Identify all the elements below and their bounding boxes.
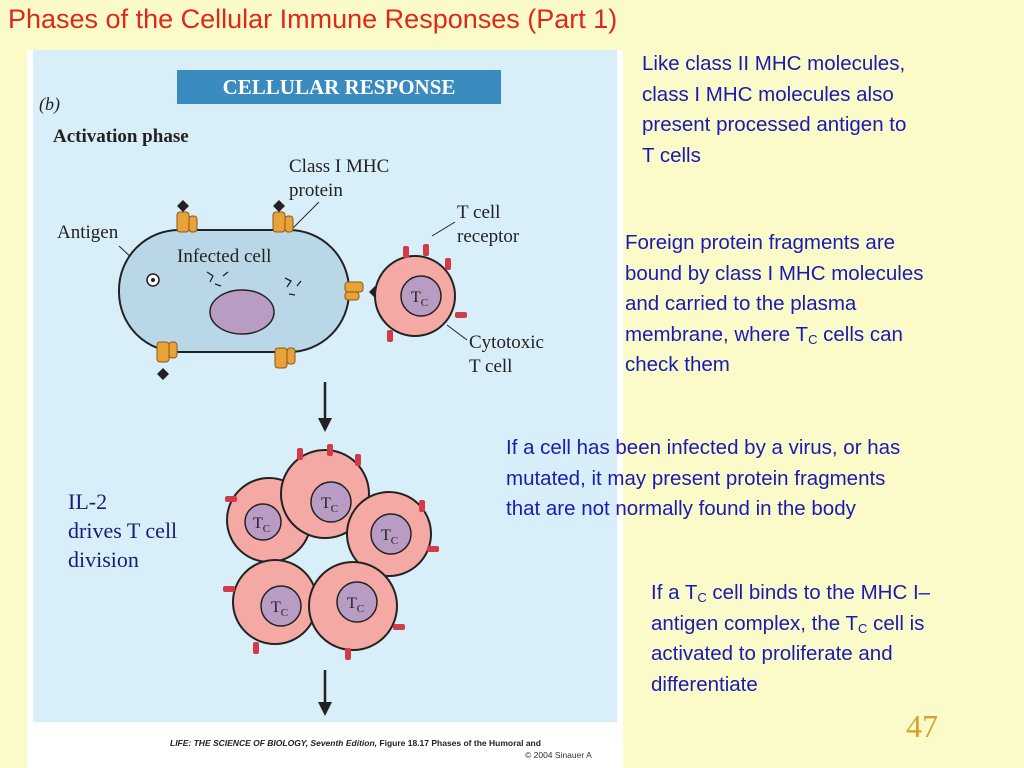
il2-line-2: drives T cell [68,518,178,543]
processed-antigen-fragments [206,271,302,296]
figure-panel: CELLULAR RESPONSE (b) Activation phase C… [27,50,623,768]
antigen-label: Antigen [57,222,119,243]
t-cell-receptors [387,244,467,342]
svg-text:TC: TC [271,599,288,619]
il2-caption: IL-2 drives T cell division [68,487,177,574]
mhc-bound-antigen-icons [157,200,381,380]
note-class-i-mhc: Like class II MHC molecules, class I MHC… [642,52,907,167]
proliferating-t-cells: TC TC TC TC TC [223,444,439,660]
receptor-leader-line [431,221,456,237]
figure-caption: Figure 18.17 Phases of the Humoral and [379,738,541,748]
mhc-proteins [156,211,364,369]
note4-sub-2: C [858,620,868,636]
svg-text:TC: TC [381,527,398,547]
svg-text:TC: TC [321,495,338,515]
tc-label: TC [411,289,428,309]
infected-cell-label: Infected cell [177,246,271,267]
class-i-mhc-label-line1: Class I MHC [289,156,389,177]
book-title: LIFE: THE SCIENCE OF BIOLOGY, Seventh Ed… [170,738,378,748]
antigen-core [151,278,155,282]
t-cell-3: TC [346,491,432,577]
cellular-response-diagram: CELLULAR RESPONSE (b) Activation phase C… [33,50,617,722]
note2-text-pre: Foreign protein fragments are bound by c… [625,231,924,346]
t-cell-receptor-label-line1: T cell [457,202,500,223]
cytotoxic-label-line2: T cell [469,356,512,377]
il2-line-3: division [68,547,139,572]
header-bar [177,70,501,104]
note4-sub-1: C [697,590,707,605]
phase-label: Activation phase [53,126,189,147]
note4-text-b: cell binds to the MHC I–antigen complex,… [651,581,931,635]
note2-text-post: cells can check them [625,322,903,377]
note4-text-a: If a T [651,581,698,604]
cytotoxic-label-line1: Cytotoxic [469,332,544,353]
t-cell-4: TC [232,559,318,645]
t-cell-nucleus [400,275,442,317]
page-number: 47 [906,708,938,744]
figure-source-caption: LIFE: THE SCIENCE OF BIOLOGY, Seventh Ed… [170,738,541,748]
note-foreign-fragments: Foreign protein fragments are bound by c… [625,228,925,381]
class-i-mhc-label-line2: protein [289,180,343,201]
cytotoxic-leader-line [446,324,468,341]
nucleus [209,289,275,335]
note4-text-c: cell is activated to proliferate and dif… [651,611,925,696]
note-infected-cell: If a cell has been infected by a virus, … [506,436,901,520]
down-arrow-2-head [318,702,332,716]
header-label: CELLULAR RESPONSE [223,75,456,99]
note2-sub: C [808,331,818,347]
svg-text:TC: TC [253,515,270,535]
panel-letter: (b) [39,94,60,115]
slide-title: Phases of the Cellular Immune Responses … [8,4,618,34]
note-activation: If a TC cell binds to the MHC I–antigen … [651,578,961,700]
t-cell-2: TC [280,449,370,539]
svg-text:TC: TC [347,595,364,615]
t-cell-5: TC [308,561,398,651]
copyright-caption: © 2004 Sinauer A [525,750,592,760]
down-arrow-1-head [318,418,332,432]
cluster-receptors [223,444,439,660]
il2-line-1: IL-2 [68,489,108,514]
t-cell-receptor-label-line2: receptor [457,226,520,247]
mhc-leader-line [292,201,320,229]
